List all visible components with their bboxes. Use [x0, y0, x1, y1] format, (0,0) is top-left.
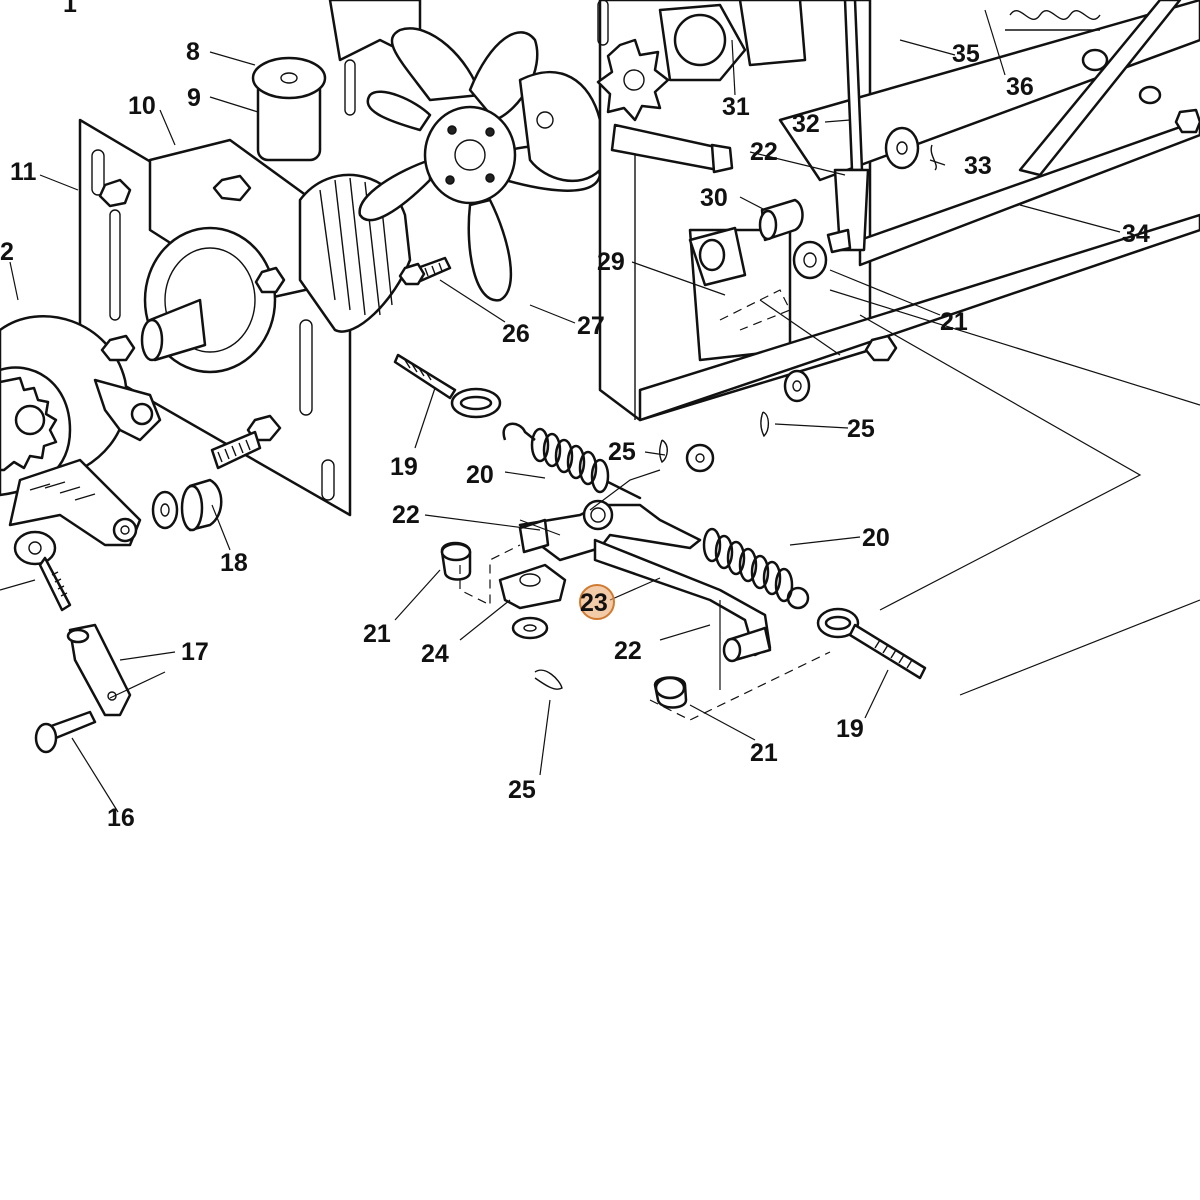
part-number-labels: 1 8 9 10 11 2 35 36 31 32 33 34 22 30 29…: [0, 0, 1150, 832]
part-label-25-low: 25: [508, 776, 536, 804]
part-label-10: 10: [128, 92, 156, 120]
assembly-guide-lines: [459, 289, 1200, 721]
part-label-16: 16: [107, 804, 135, 832]
part-label-19-left: 19: [390, 453, 418, 481]
part-label-35: 35: [952, 40, 980, 68]
part-label-31: 31: [722, 93, 750, 121]
part-label-8: 8: [186, 38, 200, 66]
part-label-22-low: 22: [614, 637, 642, 665]
part-label-27: 27: [577, 312, 605, 340]
part-label-26: 26: [502, 320, 530, 348]
part-label-24: 24: [421, 640, 449, 668]
part-label-21-top: 21: [940, 308, 968, 336]
part-label-22-top: 22: [750, 138, 778, 166]
part-label-29: 29: [597, 248, 625, 276]
highlight-marker: [579, 584, 615, 620]
part-label-21-low: 21: [750, 739, 778, 767]
part-label-18: 18: [220, 549, 248, 577]
leader-lines: [0, 9, 1121, 813]
link-rod-assembly: [13, 530, 132, 754]
part-label-30: 30: [700, 184, 728, 212]
gearbox-plate-assembly: [78, 56, 412, 517]
part-label-20-left: 20: [466, 461, 494, 489]
part-label-19-right: 19: [836, 715, 864, 743]
part-label-17: 17: [181, 638, 209, 666]
part-label-20-right: 20: [862, 524, 890, 552]
part-label-22-mid: 22: [392, 501, 420, 529]
part-label-21-left: 21: [363, 620, 391, 648]
part-label-25-mid: 25: [608, 438, 636, 466]
pulley-assembly: [0, 315, 223, 547]
part-label-23: 23: [580, 589, 608, 617]
part-label-33: 33: [964, 152, 992, 180]
frame-assembly: [596, 0, 1200, 422]
part-label-25-right: 25: [847, 415, 875, 443]
part-label-32: 32: [792, 110, 820, 138]
part-label-1: 1: [63, 0, 77, 18]
part-label-11: 11: [10, 158, 37, 186]
linkage-assembly: [393, 353, 927, 709]
part-label-9: 9: [187, 84, 201, 112]
part-label-36: 36: [1006, 73, 1034, 101]
part-label-2: 2: [0, 238, 14, 266]
fan-assembly: [328, 0, 602, 302]
part-label-34: 34: [1122, 220, 1150, 248]
